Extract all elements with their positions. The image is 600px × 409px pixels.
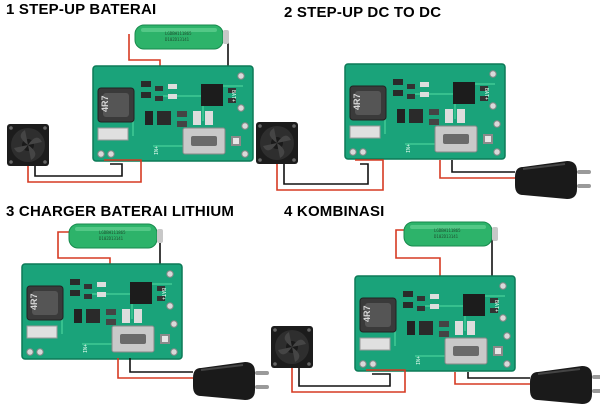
wire-battery-pos-p4 [395, 229, 441, 278]
battery-text2-p3: D102D13141 [99, 236, 124, 241]
wire-fan-red-p4 [291, 368, 406, 393]
inductor-label-p1: 4R7 [100, 95, 110, 112]
bat-pos-silk-p4: BAT+ [493, 300, 499, 312]
panel-2-title: 2 STEP-UP DC TO DC [284, 4, 442, 21]
battery-text1-p1: LGDBH111865 [165, 31, 192, 36]
bat-pos-silk-p3: BAT+ [160, 288, 166, 300]
pcb-board-p1 [92, 65, 254, 162]
wire-battery-pos-p3 [57, 231, 111, 266]
fan-icon-p4 [271, 326, 313, 368]
wire-charger-red-p3 [117, 358, 193, 379]
battery-text1-p3: LGDBH111865 [99, 230, 126, 235]
panel-1-title: 1 STEP-UP BATERAI [6, 1, 157, 18]
battery-text2-p4: D102D13141 [434, 234, 459, 239]
in-pos-silk-p3: IN+ [83, 344, 89, 353]
wire-battery-pos-p1 [128, 34, 161, 68]
inductor-label-p3: 4R7 [29, 293, 39, 310]
battery-text2-p1: D102D13141 [165, 37, 190, 42]
board-labels: 4R7 4R7 4R7 4R7 BAT+ BAT+ BAT+ BAT+ IN+ … [29, 88, 499, 365]
in-pos-silk-p2: IN+ [406, 144, 412, 153]
wire-charger-black-p3 [129, 358, 193, 373]
fan-icon-p1 [7, 124, 49, 166]
panel-4 [271, 221, 600, 405]
wire-fan-black-p4 [298, 368, 391, 387]
bat-pos-silk-p2: BAT+ [483, 88, 489, 100]
wire-fan-black-p2 [283, 163, 369, 185]
wire-charger-black-p2 [451, 160, 515, 173]
pcb-board-p3 [21, 263, 183, 360]
inductor-label-p2: 4R7 [352, 93, 362, 110]
panel-3-title: 3 CHARGER BATERAI LITHIUM [6, 203, 235, 220]
panel-4-title: 4 KOMBINASI [284, 203, 385, 220]
pcb-board-p4 [354, 275, 516, 372]
battery-text1-p4: LGDBH111865 [434, 228, 461, 233]
fan-icon-p2 [256, 122, 298, 164]
in-pos-silk-p1: IN+ [154, 146, 160, 155]
panel-1 [7, 24, 254, 183]
wire-fan-black-p1 [34, 163, 123, 177]
charger-icon-p4 [529, 365, 600, 405]
pcb-board-p2 [344, 63, 506, 160]
charger-icon-p2 [514, 160, 592, 200]
wire-fan-red-p1 [27, 159, 142, 183]
wire-charger-red-p4 [454, 372, 530, 385]
wire-fan-red-p2 [276, 159, 384, 191]
charger-icon-p3 [192, 361, 270, 401]
in-pos-silk-p4: IN+ [416, 356, 422, 365]
battery-printing: LGDBH111865 D102D13141 LGDBH111865 D102D… [99, 31, 461, 241]
bat-pos-silk-p1: BAT+ [230, 90, 236, 102]
panel-2 [256, 63, 592, 200]
inductor-label-p4: 4R7 [362, 305, 372, 322]
panel-3 [21, 223, 270, 401]
wire-charger-black-p4 [467, 372, 530, 379]
wire-charger-red-p2 [439, 160, 515, 179]
